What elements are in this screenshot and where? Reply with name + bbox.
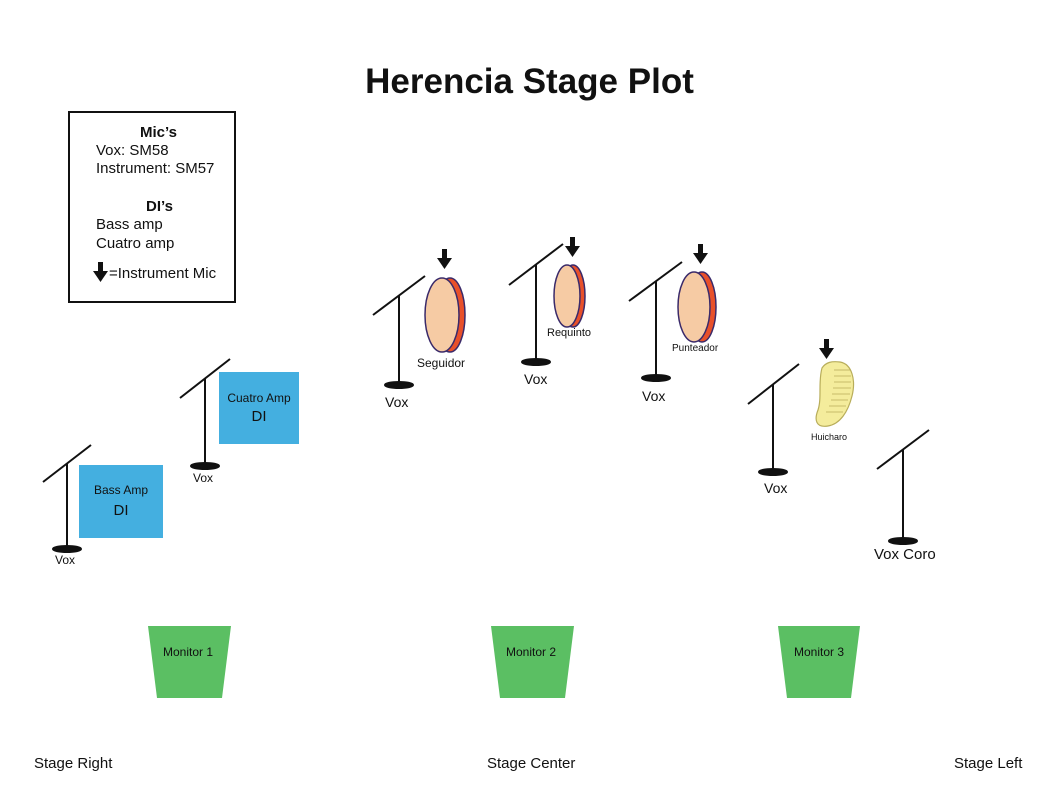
cuatro-amp: Cuatro Amp DI [219,372,299,444]
mic-stand-requinto-icon [508,243,564,366]
legend-vox-mic: Vox: SM58 [96,142,169,159]
legend-box: Mic’s Vox: SM58 Instrument: SM57 DI’s Ba… [68,111,236,303]
vox-cuatro-label: Vox [193,471,214,485]
page-title: Herencia Stage Plot [365,62,694,101]
punteador-label: Punteador [672,343,719,354]
legend-di-heading: DI’s [146,198,173,215]
vox-seguidor-label: Vox [385,394,409,410]
punteador-drum-icon [677,271,717,343]
vox-requinto-label: Vox [524,371,548,387]
monitor-2-wedge [491,626,574,698]
monitor-1-wedge [148,626,231,698]
down-arrow-icon [565,237,580,257]
bass-amp-di: DI [113,502,129,519]
legend-instrument-mic-key: =Instrument Mic [109,265,217,282]
stage-left-label: Stage Left [954,755,1023,772]
mic-stand-huicharo-icon [747,363,800,476]
cuatro-amp-di: DI [251,408,267,425]
vox-bass-label: Vox [55,553,76,567]
mic-stand-seguidor-icon [372,275,426,389]
bass-amp-label: Bass Amp [93,483,149,497]
down-arrow-icon [93,262,108,282]
stage-right-label: Stage Right [34,755,113,772]
mic-stand-punteador-icon [628,261,683,382]
vox-huicharo-label: Vox [764,480,788,496]
down-arrow-icon [693,244,708,264]
bass-amp: Bass Amp DI [79,465,163,538]
huicharo-icon [815,361,855,427]
huicharo-label: Huicharo [811,432,848,442]
vox-coro-label: Vox Coro [874,546,936,563]
monitor-1-label: Monitor 1 [162,645,214,659]
legend-mics-heading: Mic’s [140,124,177,141]
down-arrow-icon [437,249,452,269]
stage-center-label: Stage Center [487,755,576,772]
legend-di-cuatro: Cuatro amp [96,235,175,252]
requinto-label: Requinto [547,327,592,339]
legend-instrument-mic: Instrument: SM57 [96,160,215,177]
requinto-drum-icon [553,264,586,328]
mic-stand-cuatro-icon [179,358,231,470]
vox-punteador-label: Vox [642,388,666,404]
monitor-3-wedge [778,626,860,698]
mic-stand-bass-icon [42,444,92,553]
seguidor-label: Seguidor [417,356,466,370]
down-arrow-icon [819,339,834,359]
monitor-2-label: Monitor 2 [505,645,557,659]
monitor-3-label: Monitor 3 [793,645,845,659]
cuatro-amp-label: Cuatro Amp [227,391,291,405]
mic-stand-coro-icon [876,429,930,545]
seguidor-drum-icon [424,277,466,353]
legend-di-bass: Bass amp [96,216,163,233]
